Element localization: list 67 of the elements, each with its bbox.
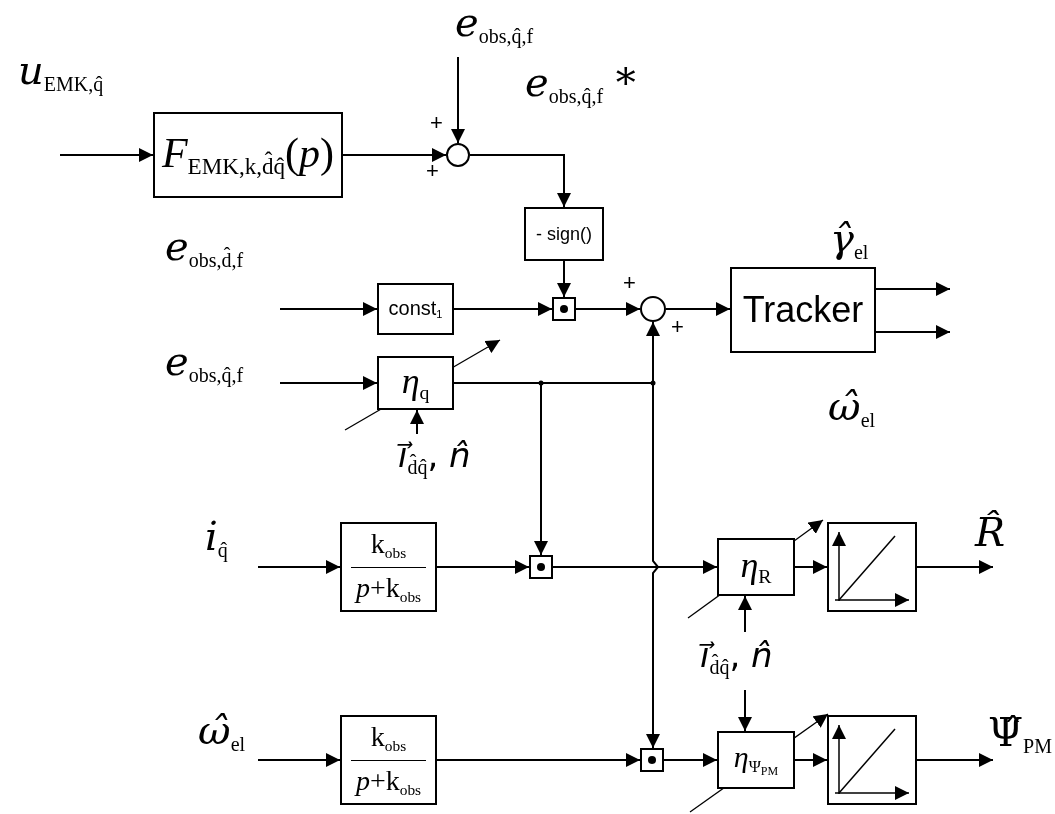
- signal-label: i⃗$_{d̂q̂}$, n̂: [700, 638, 773, 677]
- multiplier-block: [640, 748, 664, 772]
- block-label: const$_{1}$: [388, 297, 443, 321]
- multiplier-block: [552, 297, 576, 321]
- output-label: γ̂$_{el}$: [830, 218, 869, 262]
- signal-arrow: [257, 560, 341, 574]
- signal-arrow: [279, 376, 378, 390]
- block-label: η$_{q}$: [401, 363, 430, 403]
- numerator: k$_{obs}$: [370, 530, 407, 561]
- signal-arrow: [257, 753, 341, 767]
- denominator: p+k$_{obs}$: [355, 766, 422, 797]
- block-label: η$_{R}$: [740, 547, 772, 587]
- block-label: - sign(): [536, 225, 592, 243]
- multiplier-block: [529, 555, 553, 579]
- integrator-block: [827, 522, 917, 612]
- signal-label: e$_{obs,q̂,f}$: [165, 341, 244, 385]
- signal-arrow: [469, 154, 571, 208]
- sign-label: +: [430, 112, 443, 134]
- signal-arrow: [794, 753, 828, 767]
- signal-arrow: [410, 409, 424, 435]
- block-label: Tracker: [742, 292, 864, 328]
- signal-arrow: [794, 560, 828, 574]
- signal-arrow: [738, 689, 752, 732]
- sign-label: +: [671, 316, 684, 338]
- lowpass-filter-block: [340, 715, 437, 805]
- gain-block: [377, 283, 454, 335]
- integrator-block: [827, 715, 917, 805]
- adaptive-gain-block: [717, 731, 795, 789]
- sign-label: +: [426, 160, 439, 182]
- signal-arrow: [436, 753, 641, 767]
- signal-arrow: [552, 560, 718, 574]
- signal-arrow: [916, 753, 994, 767]
- signal-arrow: [916, 560, 994, 574]
- signal-arrow: [436, 560, 530, 574]
- signal-arrow: [875, 325, 951, 339]
- transfer-function-block: [153, 112, 343, 198]
- sign-block: [524, 207, 604, 261]
- signal-arrow: [738, 595, 752, 633]
- signal-label: ω̂$_{el}$: [198, 710, 246, 754]
- signal-arrow: [279, 302, 378, 316]
- signal-label: e$_{obs,q̂,f}$: [455, 2, 534, 46]
- adaptive-gain-block: [377, 356, 454, 410]
- signal-label: e$_{obs,d̂,f}$: [165, 226, 244, 270]
- signal-arrow: [342, 148, 447, 162]
- signal-arrow: [575, 302, 641, 316]
- output-label: ω̂$_{el}$: [828, 386, 876, 430]
- signal-arrow: [665, 302, 731, 316]
- lowpass-filter-block: [340, 522, 437, 612]
- tracker-block: [730, 267, 876, 353]
- summing-junction: [640, 296, 666, 322]
- signal-label: u$_{EMK,q̂}$: [18, 50, 104, 94]
- output-label: Ψ̂$_{PM}$: [988, 712, 1052, 756]
- output-label: R̂: [975, 512, 1006, 552]
- block-label: F$_{EMK,k,d̂q̂}$(p): [161, 132, 335, 178]
- sign-label: +: [623, 272, 636, 294]
- signal-arrow: [875, 282, 951, 296]
- summing-junction: [446, 143, 470, 167]
- denominator: p+k$_{obs}$: [355, 573, 422, 604]
- adaptive-gain-block: [717, 538, 795, 596]
- signal-arrow: [59, 148, 154, 162]
- signal-arrow: [557, 260, 571, 298]
- numerator: k$_{obs}$: [370, 723, 407, 754]
- signal-arrow: [453, 302, 553, 316]
- signal-label: i$_{q̂}$: [205, 516, 228, 560]
- signal-arrow: [451, 56, 465, 144]
- signal-label: i⃗$_{d̂q̂}$, n̂: [398, 438, 471, 477]
- signal-arrow: [663, 753, 718, 767]
